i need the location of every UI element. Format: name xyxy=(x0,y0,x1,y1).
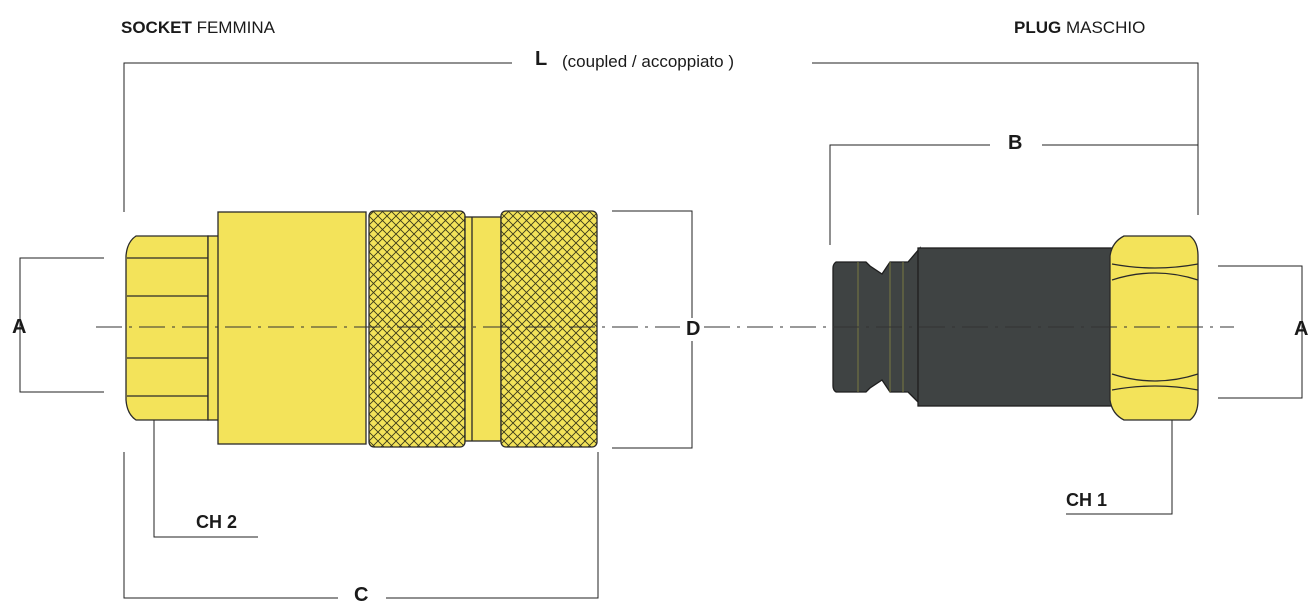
dimension-D-label: D xyxy=(684,318,703,341)
dimension-L-label: L xyxy=(535,48,548,70)
ch1-label: CH 1 xyxy=(1066,490,1108,510)
socket-groove xyxy=(464,216,502,442)
plug-title-bold: PLUG xyxy=(1014,18,1062,37)
dimension-A-left-line xyxy=(19,257,104,393)
socket-title-bold: SOCKET xyxy=(121,18,192,37)
plug-title: PLUG MASCHIO xyxy=(1014,18,1145,38)
socket-sleeve xyxy=(217,211,367,445)
plug-nose xyxy=(832,246,921,406)
dimension-C-line-left xyxy=(123,452,338,599)
socket-body xyxy=(125,210,598,448)
plug-body xyxy=(832,235,1199,421)
dimension-C-line-right xyxy=(386,452,599,599)
dimension-B-line-left xyxy=(829,144,990,245)
dimension-L-note: (coupled / accoppiato ) xyxy=(562,52,734,71)
socket-title: SOCKET FEMMINA xyxy=(121,18,275,38)
dimension-L-line-left xyxy=(123,62,512,212)
plug-hex-nut xyxy=(1109,235,1199,421)
plug-title-rest: MASCHIO xyxy=(1061,18,1146,37)
socket-knurl-ring-1 xyxy=(368,210,466,448)
socket-title-rest: FEMMINA xyxy=(191,18,275,37)
ch2-leader-line xyxy=(153,398,258,538)
dimension-L-line-right xyxy=(812,62,1199,215)
dimension-A-left-label: A xyxy=(12,316,27,338)
socket-hex-nut xyxy=(125,235,209,421)
dimension-B-label: B xyxy=(1008,132,1023,154)
ch1-leader-line xyxy=(1066,420,1173,515)
ch2-label: CH 2 xyxy=(196,512,238,532)
dimension-D-line xyxy=(612,210,693,449)
dimension-lines xyxy=(19,62,1303,599)
dimension-A-right-label: A xyxy=(1294,318,1309,340)
socket-knurl-ring-2 xyxy=(500,210,598,448)
dimension-C-label: C xyxy=(354,584,369,606)
dimension-A-right-line xyxy=(1218,265,1303,399)
